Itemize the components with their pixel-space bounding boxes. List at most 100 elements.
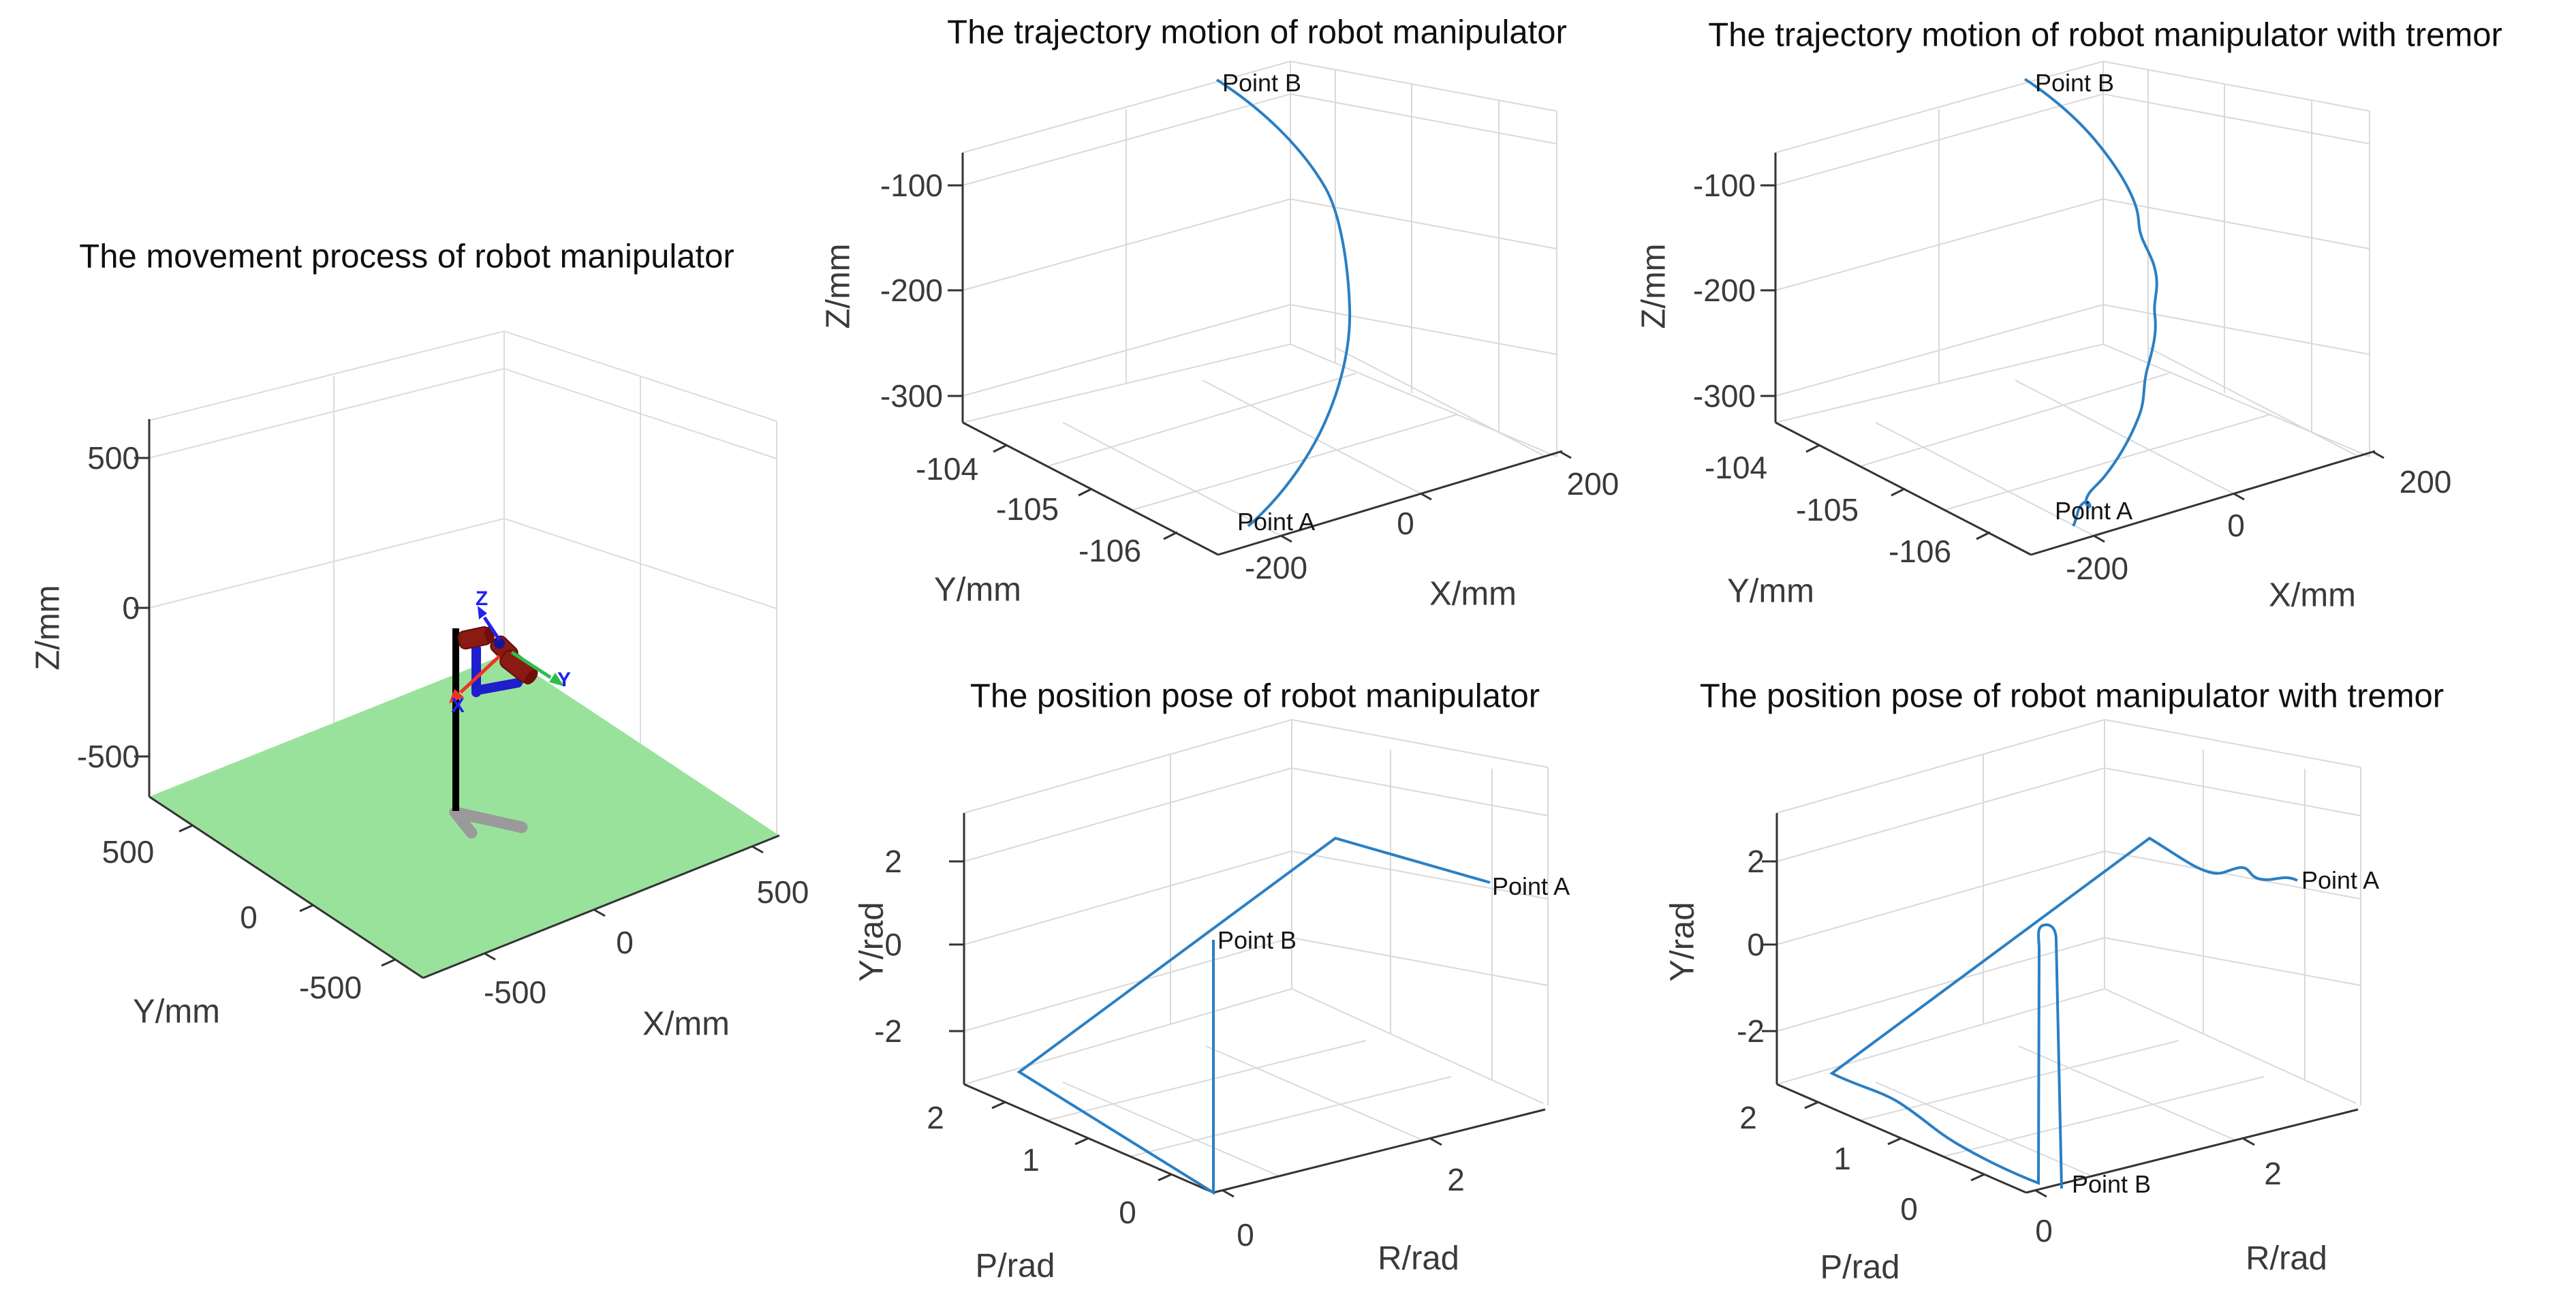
traj-tremor-z-tick-1: -200	[1692, 273, 1756, 308]
traj-z-tick-2: -300	[880, 378, 943, 414]
movement-x-tick-0: -500	[483, 975, 547, 1010]
traj-tremor-y-tick-1: -105	[1795, 492, 1859, 527]
pose-tremor-r-axis-label: R/rad	[2246, 1240, 2327, 1277]
movement-title: The movement process of robot manipulato…	[79, 238, 734, 275]
z-axis-arrow	[478, 606, 501, 641]
pose-y-tick-2: -2	[874, 1013, 902, 1049]
traj-x-tick-0: -200	[1244, 550, 1308, 585]
movement-axes	[134, 419, 780, 979]
pose-tremor-p-tick-1: 1	[1833, 1141, 1851, 1176]
movement-x-axis-label: X/mm	[642, 1005, 730, 1043]
traj-z-tick-1: -200	[880, 273, 943, 308]
traj-z-axis-label: Z/mm	[820, 243, 857, 329]
pose-tremor-title: The position pose of robot manipulator w…	[1699, 677, 2445, 715]
traj-y-axis-label: Y/mm	[934, 571, 1021, 609]
pose-p-axis-label: P/rad	[975, 1247, 1055, 1285]
traj-z-tick-0: -100	[880, 168, 943, 203]
trajectory-curve	[1215, 78, 1352, 527]
movement-y-tick-0: 500	[102, 834, 155, 870]
pose-tremor-r-tick-1: 2	[2264, 1156, 2282, 1191]
trajectory-plot	[948, 60, 1572, 556]
pose-y-tick-0: 2	[884, 844, 902, 879]
traj-y-tick-0: -104	[915, 451, 979, 487]
traj-tremor-x-tick-0: -200	[2065, 551, 2129, 586]
movement-z-tick-2: -500	[76, 739, 140, 774]
pose-curve	[1017, 836, 1491, 1195]
pose-tremor-point-b-label: Point B	[2072, 1170, 2152, 1198]
traj-tremor-z-tick-2: -300	[1692, 378, 1756, 414]
traj-point-b-label: Point B	[1222, 69, 1302, 97]
pose-tremor-curve	[1829, 836, 2298, 1189]
robot-manipulator	[449, 606, 564, 839]
traj-tremor-z-axis-label: Z/mm	[1635, 243, 1673, 329]
pose-tremor-plot	[1762, 718, 2361, 1198]
y-axis-arrow	[510, 650, 564, 686]
frame-label-z: Z	[475, 587, 488, 610]
movement-z-tick-0: 500	[87, 440, 140, 476]
pose-title: The position pose of robot manipulator	[969, 677, 1540, 715]
trajectory-axes	[948, 153, 1572, 556]
traj-tremor-y-axis-label: Y/mm	[1727, 572, 1814, 610]
traj-tremor-x-axis-label: X/mm	[2269, 577, 2356, 614]
traj-tremor-point-b-label: Point B	[2035, 69, 2115, 97]
pose-p-tick-1: 1	[1022, 1142, 1040, 1178]
pose-p-tick-0: 2	[927, 1100, 944, 1135]
robot-links	[471, 644, 523, 697]
traj-y-tick-1: -105	[995, 491, 1059, 527]
movement-y-tick-1: 0	[240, 900, 258, 935]
movement-plot	[134, 330, 780, 979]
pose-tremor-grid	[1776, 718, 2361, 1177]
pose-point-a-label: Point A	[1492, 872, 1570, 900]
traj-tremor-x-tick-2: 200	[2399, 464, 2452, 500]
traj-tremor-point-a-label: Point A	[2055, 497, 2133, 525]
traj-x-tick-1: 0	[1397, 506, 1414, 541]
traj-y-tick-2: -106	[1078, 533, 1142, 568]
pose-grid	[963, 718, 1549, 1177]
movement-grid	[149, 330, 777, 834]
pose-y-axis-label: Y/rad	[853, 902, 890, 982]
trajectory-tremor-grid	[1775, 60, 2370, 536]
pose-tremor-p-axis-label: P/rad	[1820, 1248, 1900, 1286]
trajectory-tremor-plot	[1760, 60, 2385, 556]
pose-axes	[949, 813, 1546, 1198]
pose-tremor-p-tick-2: 0	[1900, 1191, 1918, 1227]
movement-y-axis-label: Y/mm	[133, 993, 220, 1030]
pose-point-b-label: Point B	[1217, 926, 1297, 954]
pose-r-tick-0: 0	[1237, 1217, 1254, 1253]
frame-label-x: X	[450, 694, 465, 717]
trajectory-tremor-axes	[1760, 153, 2385, 556]
pose-tremor-p-tick-0: 2	[1739, 1100, 1757, 1135]
trajectory-tremor-curve	[2023, 78, 2158, 527]
pose-p-tick-2: 0	[1119, 1195, 1136, 1230]
wrist-joint	[494, 638, 505, 649]
x-axis-arrow	[449, 655, 501, 703]
movement-y-tick-2: -500	[298, 970, 362, 1005]
frame-label-y: Y	[557, 669, 572, 691]
pose-tremor-axes	[1762, 813, 2359, 1198]
traj-point-a-label: Point A	[1237, 508, 1316, 536]
pose-r-tick-1: 2	[1447, 1162, 1465, 1197]
pose-tremor-y-axis-label: Y/rad	[1664, 902, 1701, 982]
movement-x-tick-2: 500	[756, 874, 809, 910]
traj-tremor-z-tick-0: -100	[1692, 168, 1756, 203]
traj-tremor-title: The trajectory motion of robot manipulat…	[1708, 16, 2502, 54]
traj-tremor-y-tick-0: -104	[1704, 450, 1768, 485]
pose-tremor-y-tick-2: -2	[1737, 1013, 1765, 1049]
pose-tremor-point-a-label: Point A	[2301, 866, 2380, 894]
traj-tremor-y-tick-2: -106	[1888, 534, 1952, 569]
movement-z-tick-1: 0	[122, 590, 140, 626]
traj-x-axis-label: X/mm	[1429, 575, 1517, 613]
movement-x-tick-1: 0	[616, 925, 634, 960]
pose-r-axis-label: R/rad	[1378, 1240, 1459, 1277]
shadow	[449, 806, 528, 839]
pose-tremor-y-tick-1: 0	[1747, 927, 1765, 962]
pose-tremor-r-tick-0: 0	[2035, 1213, 2053, 1248]
pose-tremor-y-tick-0: 2	[1747, 844, 1765, 879]
pose-plot	[949, 718, 1549, 1198]
trajectory-grid	[962, 60, 1557, 536]
traj-tremor-x-tick-1: 0	[2227, 508, 2245, 543]
pose-y-tick-1: 0	[884, 927, 902, 962]
movement-z-axis-label: Z/mm	[29, 585, 67, 671]
